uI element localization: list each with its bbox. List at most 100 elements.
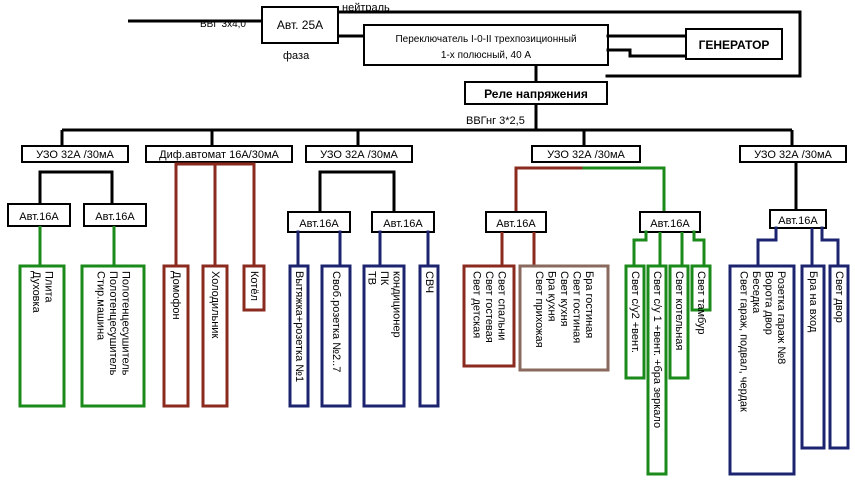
load-4: Холодильник [201, 264, 229, 408]
load-label: Бра гостиная [583, 271, 595, 338]
load-label: Стир.машина [95, 271, 107, 341]
rcd-label-1: УЗО 32А /30мА [36, 149, 114, 161]
breaker-box-4 [371, 211, 435, 233]
load-7: Своб.розетка №2..7 [320, 264, 352, 408]
load-label: Свет прихожая [533, 271, 545, 348]
load-18: Свет двор [828, 264, 850, 450]
load-box [201, 264, 229, 408]
load-label: Свет с/у2 +вент. [629, 271, 641, 353]
rcd-box-2 [145, 145, 293, 163]
rcd-box-4 [531, 145, 641, 163]
load-label: Свет тамбур [695, 271, 707, 335]
breaker-label-4: Авт.16А [383, 218, 423, 230]
voltage-relay-label: Реле напряжения [484, 87, 588, 101]
neutral-label: нейтраль [342, 2, 390, 14]
rcd-label-5: УЗО 32А /30мА [754, 149, 832, 161]
load-label: Котёл [248, 271, 260, 301]
generator-box [685, 28, 783, 60]
load-box [320, 264, 352, 408]
load-wire-12 [692, 230, 706, 268]
load-label: Полотенцесушитель [107, 271, 119, 376]
group-4-wire-left [514, 166, 586, 214]
load-box [518, 264, 610, 372]
load-label: Свет двор [833, 271, 845, 323]
group-4-wire-right [582, 166, 666, 214]
load-box [18, 264, 66, 408]
load-box [690, 264, 712, 312]
breaker-label-5: Авт.16А [496, 218, 536, 230]
load-label: Плита [42, 271, 54, 303]
main-breaker-box [261, 6, 339, 44]
load-box [362, 264, 406, 408]
bus-drops [60, 130, 794, 146]
load-12: Свет с/у2 +вент. [624, 264, 646, 380]
rcd-label-3: УЗО 32А /30мА [320, 149, 398, 161]
load-3: Домофон [162, 264, 190, 408]
load-wire-15 [820, 226, 840, 268]
load-label: Свет котельная [673, 271, 685, 350]
load-box [800, 264, 826, 450]
breaker-box-7 [769, 209, 827, 229]
input-section: ВВГ 3х4,0 нейтраль Авт. 25А фаза Переклю… [128, 2, 802, 130]
load-2: ПолотенцесушительПолотенцесушительСтир.м… [80, 264, 146, 408]
load-14: Свет котельная [668, 264, 690, 380]
breaker-box-3 [287, 211, 351, 233]
load-label: Духовка [30, 271, 42, 314]
load-label: Свет кухня [558, 271, 570, 327]
breaker-box-5 [485, 211, 547, 233]
breaker-label-2: Авт.16А [95, 211, 135, 223]
generator-label: ГЕНЕРАТОР [699, 38, 770, 52]
rcd-box-3 [305, 145, 413, 163]
group-5: УЗО 32А /30мА Авт.16А [739, 145, 847, 268]
bus-cable-label: ВВГнг 3*2,5 [466, 115, 525, 127]
load-box [728, 264, 796, 476]
load-box [624, 264, 646, 380]
phase-label: фаза [283, 50, 310, 62]
breaker-label-6: Авт.16А [650, 218, 690, 230]
load-label: Беседка [750, 271, 762, 314]
load-6: Вытяжка+розетка №1 [288, 264, 310, 408]
load-label: Свет гараж, подвал, чердак [737, 271, 749, 412]
load-15: Свет тамбур [690, 264, 712, 335]
rcd-label-4: УЗО 32А /30мА [547, 149, 625, 161]
neutral-line [336, 10, 802, 78]
transfer-switch-label-1: Переключатель I-0-II трехпозиционный [395, 34, 576, 45]
load-label: Бра на вход [807, 271, 819, 333]
load-box [162, 264, 190, 408]
load-17: Бра на вход [800, 264, 826, 450]
load-box [646, 264, 668, 476]
group-1-wire [38, 170, 114, 206]
load-9: СВЧ [418, 264, 440, 408]
load-13: Свет с/у 1 +вент. +бра зеркало [646, 264, 668, 476]
load-box [828, 264, 850, 450]
rcd-label-2: Диф.автомат 16А/30мА [159, 149, 279, 161]
load-label: Ворота двор [762, 271, 774, 335]
load-label: Своб.розетка №2..7 [330, 271, 342, 372]
breaker-label-7: Авт.16А [778, 215, 818, 227]
load-label: Свет спальни [496, 271, 508, 340]
load-wire-9 [632, 230, 648, 268]
load-label: ПК [378, 271, 390, 286]
load-label: Свет детская [471, 271, 483, 338]
breaker-box-6 [639, 211, 701, 233]
group-4: УЗО 32А /30мА Авт.16А Авт.16А [485, 145, 706, 268]
generator-wire-2 [606, 48, 688, 58]
input-cable-label: ВВГ 3х4,0 [200, 19, 246, 30]
load-label: СВЧ [423, 271, 435, 293]
load-label: Розетка гараж №8 [775, 271, 787, 364]
rcd-box-5 [739, 145, 847, 163]
load-label: Холодильник [209, 271, 221, 338]
load-box [668, 264, 690, 380]
group-3-wire [318, 170, 396, 214]
load-box [418, 264, 440, 408]
main-breaker-label: Авт. 25А [277, 18, 323, 32]
group-1: УЗО 32А /30мА Авт.16А Авт.16А [7, 145, 147, 266]
transfer-switch-label-2: 1-х полюсный, 40 А [441, 50, 532, 61]
